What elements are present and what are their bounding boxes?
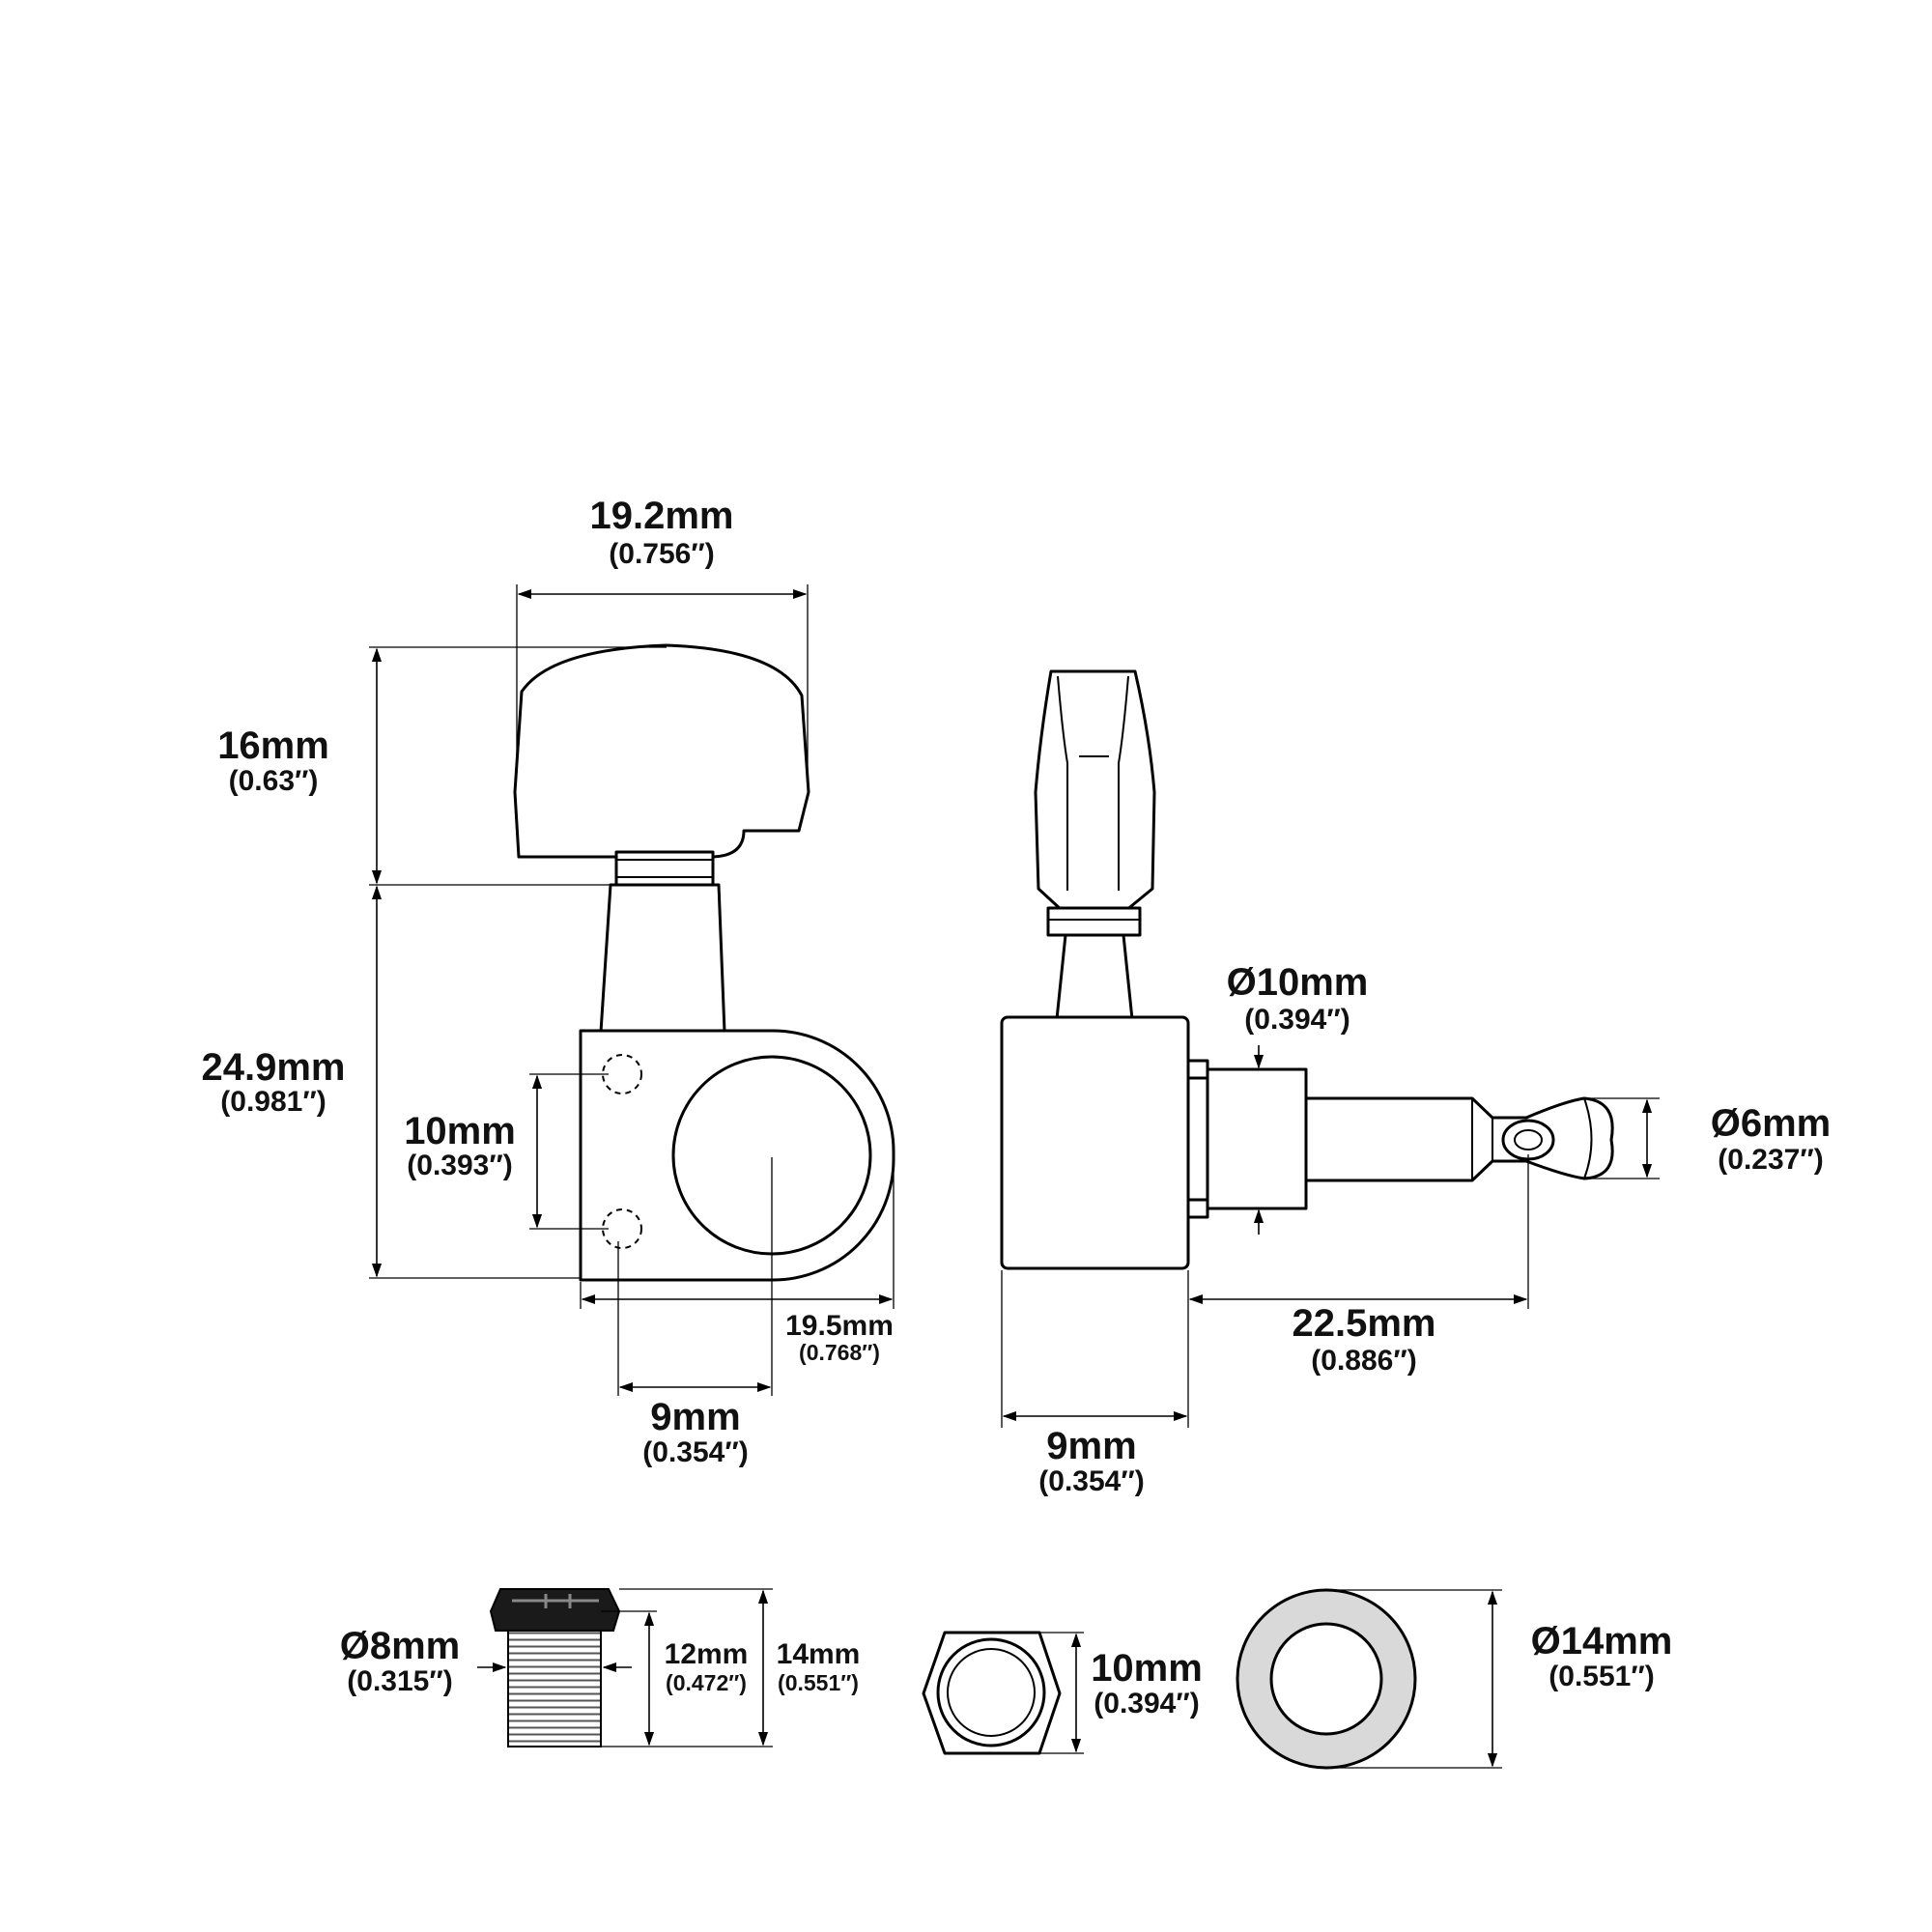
label-bushing-length-in: (0.551″) [778,1670,859,1695]
label-hole-spacing-in: (0.393″) [407,1150,512,1181]
knob-collar [614,850,715,887]
label-housing-width-in: (0.768″) [799,1340,880,1365]
hex-nut [922,1631,1084,1755]
dimension-labels: 19.2mm (0.756″) 16mm (0.63″) 24.9mm (0.9… [202,495,1832,1719]
label-post-diameter-in: (0.237″) [1718,1144,1823,1176]
washer-hole [1269,1622,1383,1736]
label-thread-diameter-in: (0.315″) [347,1665,452,1697]
label-bushing-diameter-mm: Ø10mm [1227,961,1369,1004]
screw-hole-lower [602,1208,642,1249]
label-body-height-mm: 24.9mm [202,1046,346,1089]
bushing-flange [489,1588,621,1632]
tuner-shaft [599,883,726,1034]
label-washer-diameter-mm: Ø14mm [1531,1620,1673,1662]
hex-nut-outer-ring [936,1637,1046,1747]
string-post [1304,1096,1614,1182]
label-hole-offset-mm: 9mm [650,1396,740,1438]
label-nut-mm: 10mm [1091,1647,1203,1690]
bushing-dimensions [477,1588,773,1747]
tuner-knob-side [1034,669,1156,913]
front-dimensions [369,584,895,1396]
label-hole-offset-in: (0.354″) [642,1436,748,1468]
label-housing-width-mm: 19.5mm [785,1310,894,1342]
label-post-length-mm: 22.5mm [1293,1302,1436,1345]
threaded-bushing [489,1588,621,1747]
label-washer-diameter-in: (0.551″) [1548,1661,1654,1692]
label-bushing-length-mm: 14mm [777,1638,861,1670]
knob-collar-side [1046,906,1142,937]
alignment-pin-lower [1186,1198,1209,1219]
screw-hole-upper [602,1054,642,1094]
label-knob-height-in: (0.63″) [229,765,319,797]
label-body-height-in: (0.981″) [220,1086,326,1118]
side-dimensions [1001,1045,1660,1428]
tuner-shaft-side [1055,933,1134,1021]
label-thread-length-mm: 12mm [665,1638,749,1670]
label-post-length-in: (0.886″) [1311,1345,1416,1377]
washer [1236,1588,1502,1770]
label-thread-length-in: (0.472″) [666,1670,747,1695]
label-side-width-mm: 9mm [1046,1425,1136,1467]
housing-side [1000,1015,1190,1270]
label-hole-spacing-mm: 10mm [404,1110,516,1152]
front-view [513,643,895,1282]
label-knob-width-in: (0.756″) [609,538,714,570]
label-post-diameter-mm: Ø6mm [1711,1102,1832,1145]
alignment-pin-upper [1186,1059,1209,1080]
label-thread-diameter-mm: Ø8mm [340,1625,461,1667]
label-knob-width-mm: 19.2mm [590,495,734,537]
label-side-width-in: (0.354″) [1038,1465,1144,1497]
tuner-knob [513,643,810,859]
label-knob-height-mm: 16mm [217,724,329,767]
bushing-threads [507,1630,602,1747]
string-hole [1501,1119,1555,1161]
label-nut-in: (0.394″) [1094,1688,1199,1719]
side-view [1000,669,1614,1270]
label-bushing-diameter-in: (0.394″) [1244,1004,1350,1036]
post-bushing-stub [1206,1067,1308,1210]
